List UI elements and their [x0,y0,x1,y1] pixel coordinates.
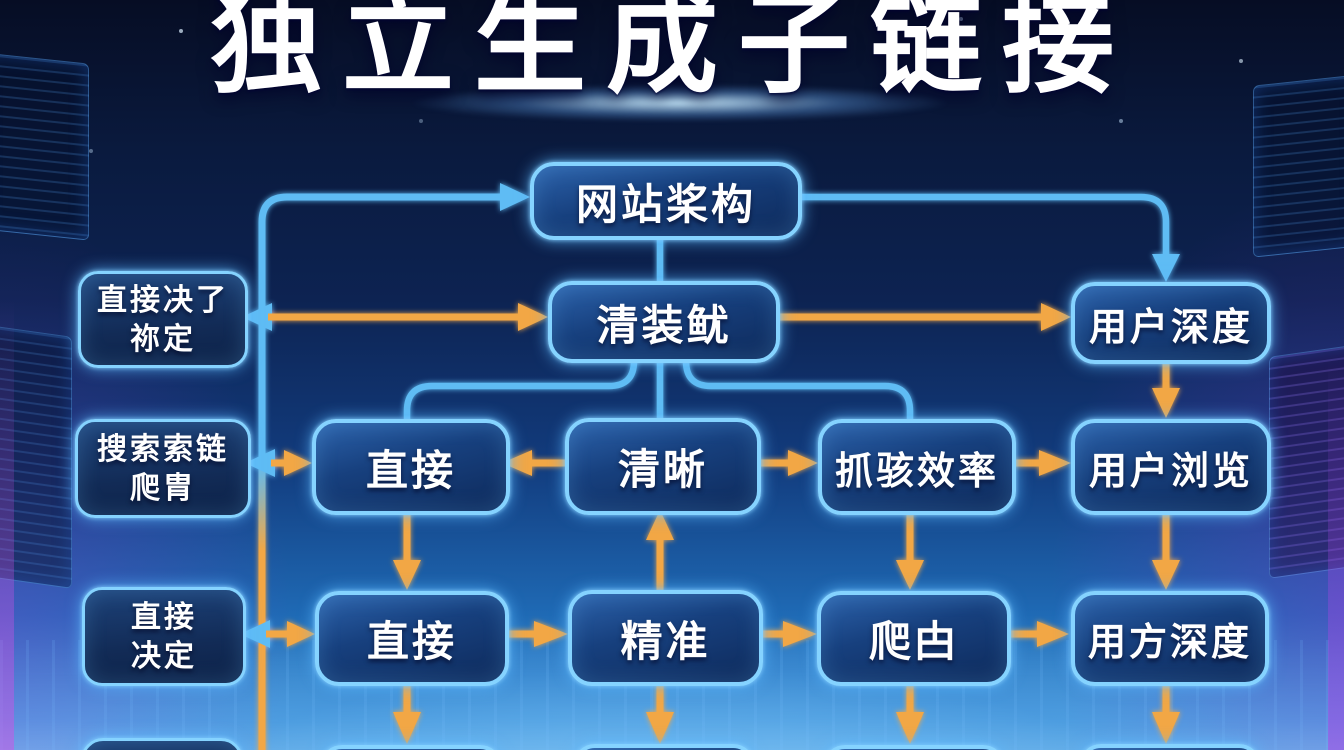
bottom-node-partial-4 [1079,744,1261,750]
node-label: 用方深度 [1087,622,1252,664]
sidebar-node-search-chain-crawler: 搜索索链 爬胄 [75,419,251,518]
node-label-line1: 搜索索链 [97,432,229,466]
node-label: 用户深度 [1088,306,1253,349]
node-label: 用户浏览 [1088,450,1253,493]
bottom-node-partial-2 [573,744,755,750]
node-clean-install: 清装鱿 [548,281,780,363]
bottom-node-partial-1 [320,745,502,750]
node-label: 网站桨构 [575,180,756,228]
left-rail [258,193,505,750]
node-label-line1: 直接 [131,600,197,634]
sidebar-node-partial [81,738,243,750]
sidebar-node-direct-decide-2: 直接 决定 [82,587,246,686]
bottom-node-partial-3 [823,745,1005,750]
node-label: 直接 [366,618,457,665]
node-website-structure: 网站桨构 [530,162,802,240]
blue-connectors [403,193,1170,419]
node-label: 抓骇效率 [834,450,999,493]
node-label: 爬甴 [868,618,959,665]
node-direct-row2: 直接 [312,419,510,515]
node-clear-row2: 清晰 [565,418,761,515]
node-label: 直接 [365,446,456,494]
node-user-depth-2: 用方深度 [1071,591,1269,686]
node-user-browse: 用户浏览 [1071,419,1271,515]
node-label: 精准 [620,617,711,665]
node-crawler: 爬甴 [817,591,1011,686]
page-title: 独立生成子链接 [210,0,1134,106]
node-label-line2: 决定 [131,639,197,673]
blue-arrowheads [240,183,1180,648]
node-user-depth: 用户深度 [1071,282,1271,364]
node-label: 清装鱿 [596,301,732,349]
sidebar-node-direct-decide-1: 直接决了 祢定 [78,271,248,368]
orange-arrowheads [284,303,1180,744]
node-precise: 精准 [568,590,763,686]
node-label-line2: 祢定 [130,322,196,356]
node-crawl-efficiency: 抓骇效率 [818,419,1016,515]
node-direct-row3: 直接 [315,591,509,686]
node-label-line2: 爬胄 [130,471,196,505]
node-label-line1: 直接决了 [97,283,229,317]
node-label: 清晰 [617,446,708,493]
